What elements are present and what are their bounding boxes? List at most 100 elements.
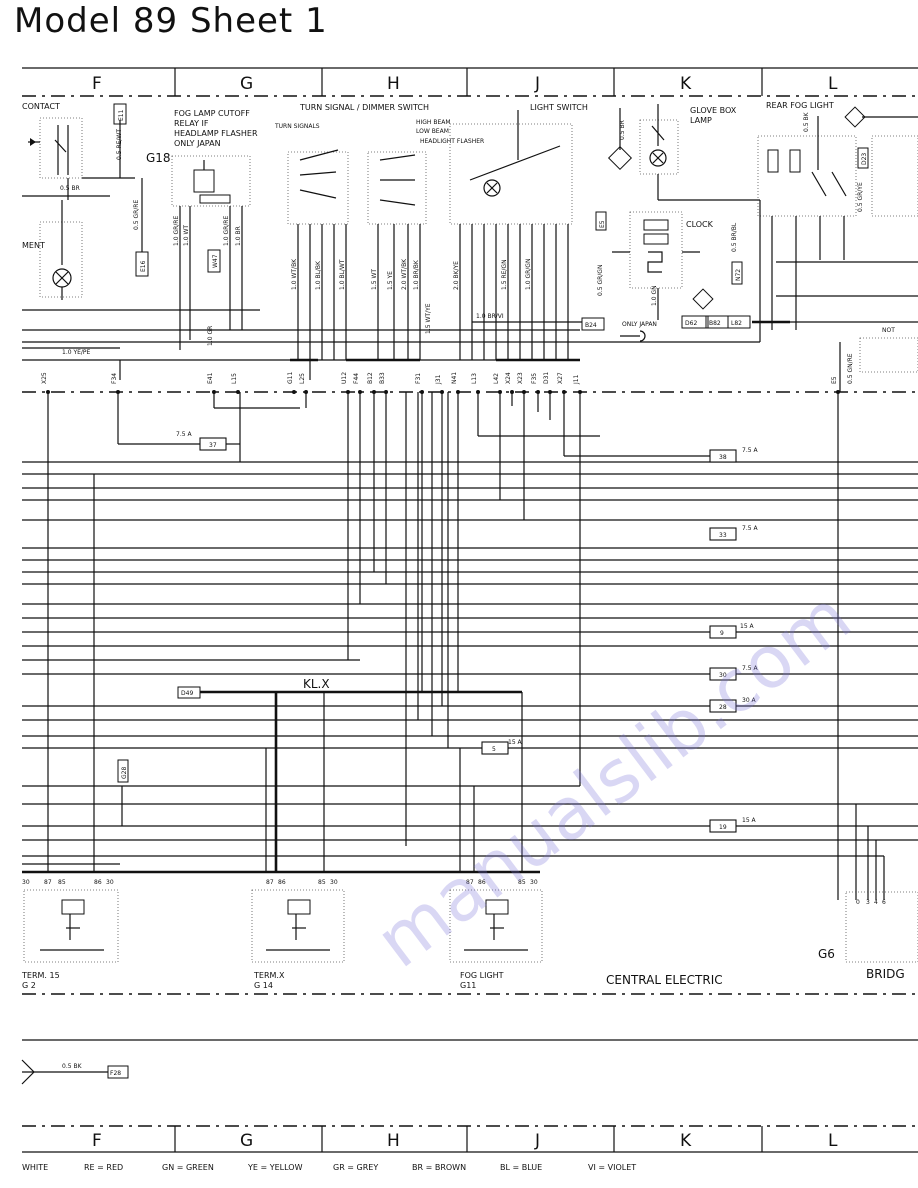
instrument-lamp bbox=[22, 200, 260, 311]
low-beam-label: LOW BEAM bbox=[416, 128, 449, 135]
svg-text:TERM. 15: TERM. 15 bbox=[21, 971, 60, 980]
svg-text:9: 9 bbox=[720, 630, 724, 637]
svg-text:0.5 GN/RE: 0.5 GN/RE bbox=[847, 353, 854, 384]
svg-text:1.0 GR/RE: 1.0 GR/RE bbox=[173, 216, 180, 246]
not-label: NOT bbox=[882, 327, 895, 334]
glove-box-lamp bbox=[607, 104, 760, 201]
column-label: L bbox=[828, 1131, 838, 1151]
glove-box-label: GLOVE BOX LAMP bbox=[690, 106, 737, 125]
svg-text:BR = BROWN: BR = BROWN bbox=[412, 1163, 466, 1172]
svg-text:N41: N41 bbox=[451, 372, 458, 384]
clock-connector-strip: D62 B82 L82 bbox=[681, 315, 751, 329]
svg-text:7.5 A: 7.5 A bbox=[742, 525, 758, 532]
svg-text:1.0 WT: 1.0 WT bbox=[183, 225, 190, 246]
light-switch bbox=[449, 110, 573, 360]
svg-text:1.5 RE/GN: 1.5 RE/GN bbox=[501, 259, 508, 290]
svg-text:X24: X24 bbox=[505, 372, 512, 384]
harness-lines bbox=[22, 461, 918, 865]
bus-terminal-labels: X25 F34 E41 L15 G11 L25 U12 F44 B12 B33 … bbox=[41, 372, 838, 385]
high-beam-label: HIGH BEAM bbox=[416, 119, 451, 126]
column-header-bottom: F G H J K L bbox=[92, 1126, 838, 1152]
svg-text:W47: W47 bbox=[212, 254, 219, 268]
connector-e11 bbox=[113, 103, 127, 125]
svg-text:85: 85 bbox=[318, 879, 326, 886]
svg-text:FOG LAMP CUTOFF: FOG LAMP CUTOFF bbox=[174, 109, 250, 118]
svg-text:J31: J31 bbox=[435, 374, 442, 385]
central-electric-label: CENTRAL ELECTRIC bbox=[606, 973, 723, 987]
svg-text:0.5 GR/YE: 0.5 GR/YE bbox=[857, 182, 864, 212]
svg-text:1.0 YE/PE: 1.0 YE/PE bbox=[62, 349, 91, 356]
rear-fog-light bbox=[757, 106, 918, 330]
svg-text:L25: L25 bbox=[299, 373, 306, 384]
svg-text:F35: F35 bbox=[531, 373, 538, 384]
svg-text:X23: X23 bbox=[517, 372, 524, 384]
svg-text:G 2: G 2 bbox=[22, 981, 36, 990]
connector-d23 bbox=[857, 147, 869, 169]
svg-text:3: 3 bbox=[866, 899, 870, 906]
svg-text:J11: J11 bbox=[573, 374, 580, 385]
svg-text:1.0 BR/VI: 1.0 BR/VI bbox=[476, 313, 504, 320]
svg-text:VI = VIOLET: VI = VIOLET bbox=[588, 1163, 636, 1172]
svg-text:38: 38 bbox=[719, 454, 727, 461]
svg-text:B24: B24 bbox=[585, 322, 597, 329]
svg-text:85: 85 bbox=[58, 879, 66, 886]
svg-text:E5: E5 bbox=[599, 220, 606, 228]
svg-text:D31: D31 bbox=[543, 372, 550, 384]
fog-relay-label: FOG LAMP CUTOFF RELAY IF HEADLAMP FLASHE… bbox=[174, 109, 258, 148]
svg-text:LAMP: LAMP bbox=[690, 116, 712, 125]
svg-text:0.5 BR/BL: 0.5 BR/BL bbox=[731, 222, 738, 252]
svg-text:0.5 RE/WT: 0.5 RE/WT bbox=[116, 129, 123, 160]
svg-text:19: 19 bbox=[719, 824, 727, 831]
wire-labels: 0.5 RE/WT 0.5 BR 0.5 GR/RE 1.0 YE/PE 1.0… bbox=[60, 111, 864, 1070]
svg-text:15 A: 15 A bbox=[740, 623, 755, 630]
svg-text:2.0 WT/BK: 2.0 WT/BK bbox=[401, 258, 408, 290]
svg-text:E41: E41 bbox=[207, 372, 214, 384]
svg-text:B82: B82 bbox=[709, 320, 721, 327]
svg-text:F31: F31 bbox=[415, 373, 422, 384]
light-switch-label: LIGHT SWITCH bbox=[530, 103, 588, 112]
column-label: L bbox=[828, 74, 838, 94]
svg-text:1.0 BR: 1.0 BR bbox=[235, 226, 242, 246]
connector-label: E11 bbox=[118, 109, 125, 121]
svg-text:G28: G28 bbox=[121, 767, 128, 779]
svg-text:30: 30 bbox=[106, 879, 114, 886]
svg-text:87: 87 bbox=[466, 879, 474, 886]
svg-text:15 A: 15 A bbox=[742, 817, 757, 824]
svg-text:0.5 GR/RE: 0.5 GR/RE bbox=[133, 200, 140, 230]
svg-text:1.0 GN: 1.0 GN bbox=[651, 285, 658, 306]
svg-text:87: 87 bbox=[44, 879, 52, 886]
contact-label: CONTACT bbox=[22, 102, 60, 111]
relay-term-x: 87 86 85 30 TERM.X G 14 bbox=[251, 879, 345, 990]
svg-text:87: 87 bbox=[266, 879, 274, 886]
svg-text:1.0 BL/WT: 1.0 BL/WT bbox=[339, 259, 346, 290]
fuse-9: 9 15 A bbox=[709, 623, 755, 639]
connector-w47 bbox=[207, 249, 221, 273]
svg-text:1.0 GR/GN: 1.0 GR/GN bbox=[525, 259, 532, 290]
svg-text:6: 6 bbox=[882, 899, 886, 906]
watermark: manualslib.com bbox=[361, 574, 866, 984]
svg-text:4: 4 bbox=[874, 899, 878, 906]
svg-text:33: 33 bbox=[719, 532, 727, 539]
clock-label: CLOCK bbox=[686, 220, 714, 229]
column-label: F bbox=[92, 1131, 102, 1151]
svg-text:85: 85 bbox=[518, 879, 526, 886]
svg-text:1.5 WT/YE: 1.5 WT/YE bbox=[425, 303, 432, 334]
fuse-37: 37 7.5 A bbox=[176, 431, 227, 451]
fog-relay bbox=[171, 155, 251, 350]
svg-text:1.0 BR/BK: 1.0 BR/BK bbox=[413, 259, 420, 290]
column-label: G bbox=[240, 74, 253, 94]
bulb-icon bbox=[649, 149, 667, 167]
vertical-wires bbox=[47, 392, 885, 900]
svg-text:N72: N72 bbox=[735, 269, 742, 281]
svg-text:0: 0 bbox=[856, 899, 860, 906]
klx-label: KL.X bbox=[303, 677, 330, 691]
fog-relay-code: G18 bbox=[146, 151, 171, 165]
instrument-label: MENT bbox=[22, 241, 45, 250]
fuse-38: 38 7.5 A bbox=[709, 447, 758, 463]
svg-text:BRIDG: BRIDG bbox=[866, 967, 905, 981]
svg-text:30: 30 bbox=[719, 672, 727, 679]
svg-text:FOG LIGHT: FOG LIGHT bbox=[460, 971, 504, 980]
turn-signal-label: TURN SIGNAL / DIMMER SWITCH bbox=[299, 103, 429, 112]
svg-text:1.0 GR/RE: 1.0 GR/RE bbox=[223, 216, 230, 246]
